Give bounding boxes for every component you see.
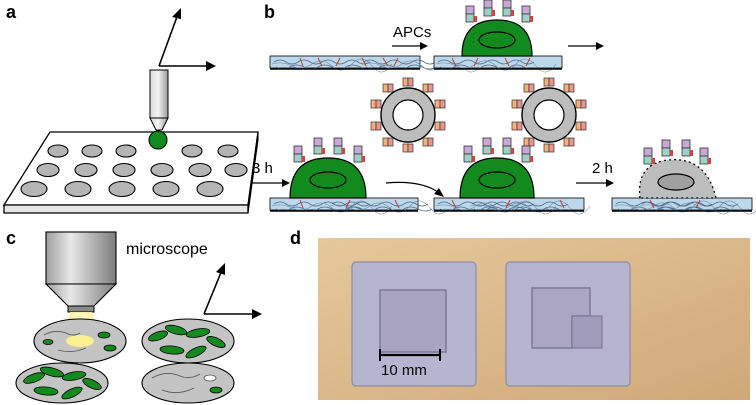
axis-arrow-up-c <box>203 269 223 315</box>
chip-left-window <box>379 289 447 353</box>
plate-wells <box>20 144 248 198</box>
panel-label-a: a <box>6 2 17 22</box>
cell-bottom-middle <box>459 157 535 199</box>
dish-bottom-left <box>15 362 109 404</box>
microscope-objective <box>45 231 117 285</box>
scale-bar-label: 10 mm <box>381 362 427 379</box>
apcs-label: APCs <box>393 24 432 41</box>
cell-top <box>461 19 533 57</box>
panel-a-graphic <box>2 8 259 214</box>
panel-label-c: c <box>6 228 17 248</box>
curved-arrow <box>385 181 439 193</box>
apc-ring-right <box>511 77 587 153</box>
dish-top-left <box>33 318 127 364</box>
panel-c-graphic <box>15 231 262 404</box>
microscope-label: microscope <box>126 241 208 258</box>
dish-bottom-right <box>141 362 235 404</box>
axis-arrow-up <box>158 13 179 67</box>
panel-label-b: b <box>264 2 275 22</box>
time-2h-label: 2 h <box>592 160 613 177</box>
panel-d-photo <box>318 238 750 400</box>
dish-top-right <box>141 318 235 364</box>
cell-bottom-left <box>289 157 367 199</box>
apc-ring-left <box>370 77 446 153</box>
panel-label-d: d <box>290 228 301 248</box>
panel-b-graphic <box>252 0 756 215</box>
dispenser-nozzle <box>149 69 169 119</box>
cell-droplet <box>148 130 168 150</box>
time-3h-label: 3 h <box>252 160 273 177</box>
